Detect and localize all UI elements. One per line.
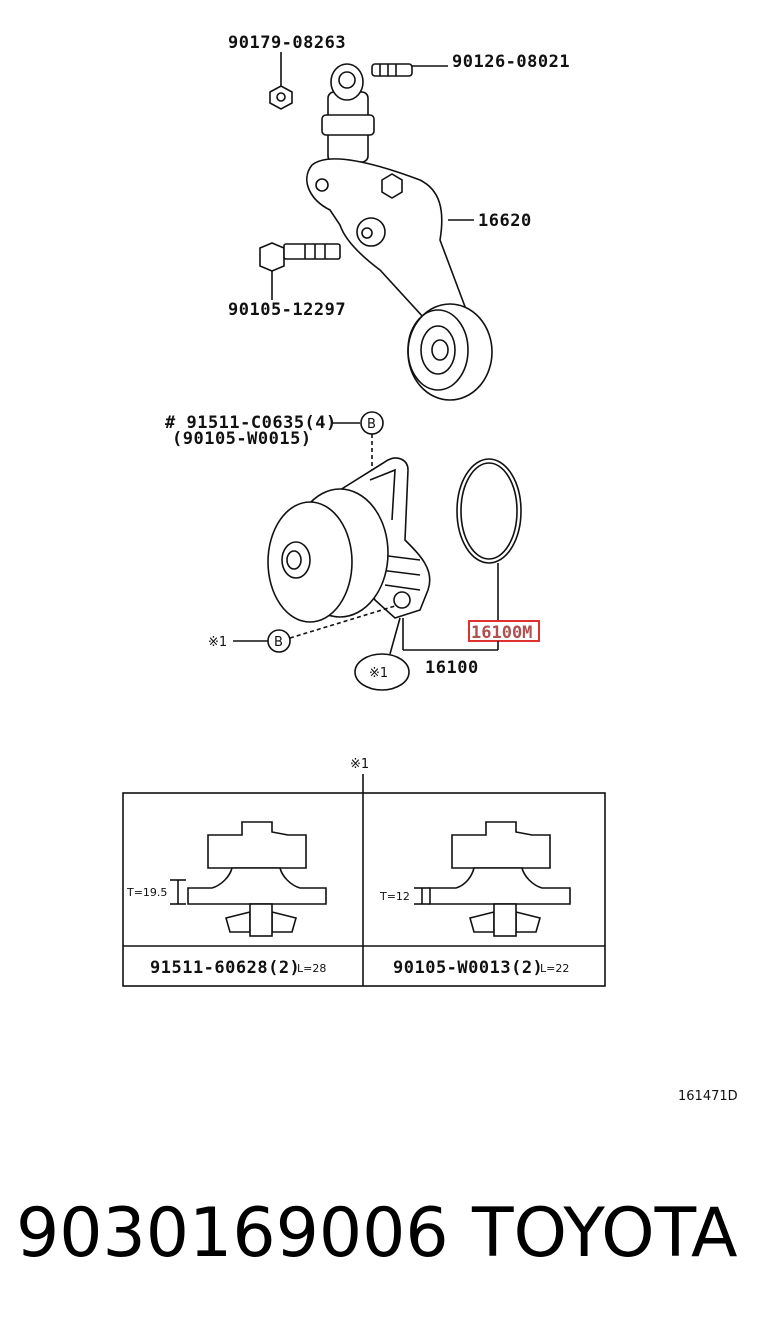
tensioner-part (306, 63, 493, 401)
detail-right-length: L=22 (540, 962, 569, 975)
label-bolt-b-alt: (90105-W0015) (172, 429, 312, 449)
water-pump-part (267, 457, 431, 623)
detail-left-drawing (170, 821, 327, 937)
footer-brand: TOYOTA (471, 1194, 737, 1273)
label-gasket-highlight: 16100M (471, 623, 532, 643)
stud-part (371, 63, 448, 77)
label-pump: 16100 (425, 658, 479, 678)
label-nut: 90179-08263 (228, 33, 346, 53)
label-bolt-b-primary: # 91511-C0635(4) (165, 413, 337, 433)
gasket-part (456, 458, 522, 564)
circle-b-bottom-label: B (274, 635, 283, 650)
footer-part-number: 9030169006 (16, 1194, 449, 1273)
detail-right-part: 90105-W0013(2) (393, 958, 543, 978)
detail-table (122, 792, 606, 987)
note-callout (354, 653, 410, 691)
nut-part (269, 52, 293, 110)
table-note-mark: ※1 (350, 757, 369, 772)
highlight-box (468, 620, 540, 642)
detail-right-drawing (414, 821, 571, 937)
circle-b-top-label: B (367, 417, 376, 432)
detail-left-dimension: T=19.5 (126, 886, 167, 899)
detail-right-dimension: T=12 (379, 890, 410, 903)
note-mark-callout: ※1 (369, 666, 388, 681)
detail-left-length: L=28 (297, 962, 326, 975)
label-tensioner: 16620 (478, 211, 532, 231)
reference-code: 161471D (678, 1089, 738, 1104)
bolt-part (259, 242, 341, 300)
label-stud: 90126-08021 (452, 52, 570, 72)
note-mark-left: ※1 (208, 635, 227, 650)
circle-b-bottom (267, 629, 291, 653)
label-bolt-tensioner: 90105-12297 (228, 300, 346, 320)
detail-left-part: 91511-60628(2) (150, 958, 300, 978)
